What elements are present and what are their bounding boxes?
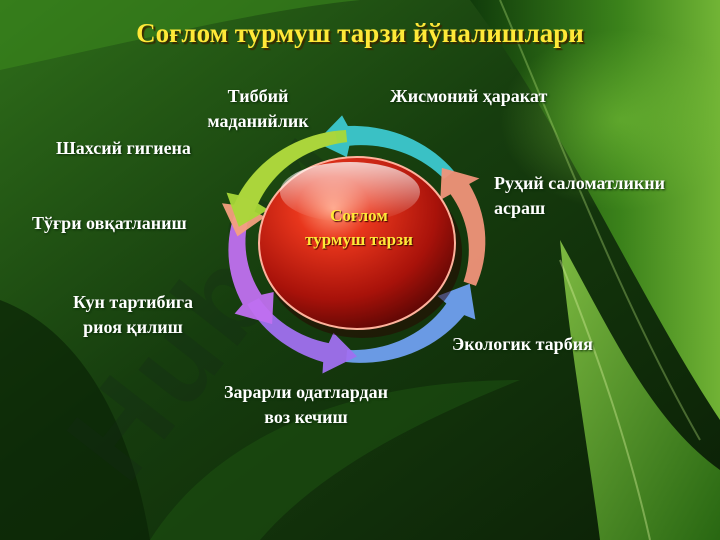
label-tugri-ovqatlanish: Тўғри овқатланиш [32,211,187,236]
label-kun-line-1: Кун тартибига [72,292,194,312]
label-ekologik-line-1: Экологик тарбия [452,334,593,354]
center-label-line-2: турмуш тарзи [305,230,413,249]
label-kun-line-2: риоя қилиш [83,317,183,337]
label-tibbiy-line-2: маданийлик [207,111,309,131]
label-tibbiy-madaniyalik: Тиббий маданийлик [196,84,320,134]
sphere-highlight [280,162,420,222]
label-ruhiy-line-2: асраш [494,198,546,218]
label-zararli-odatlar: Зарарли одатлардан воз кечиш [200,380,412,430]
cycle-arrows [221,115,486,374]
cycle-arrow-4 [247,298,357,374]
label-ruhiy-line-1: Руҳий саломатликни [494,173,666,193]
label-zararli-line-2: воз кечиш [264,407,348,427]
label-jismoniy-harakat: Жисмоний ҳаракат [390,84,547,109]
label-tibbiy-line-1: Тиббий [227,86,289,106]
label-jismoniy-line-1: Жисмоний ҳаракат [390,86,548,106]
label-tugri-line-1: Тўғри овқатланиш [32,213,187,233]
cycle-arrow-2 [440,167,486,286]
label-shaxsiy-line-1: Шахсий гигиена [56,138,191,158]
label-ruhiy-salomatlik: Руҳий саломатликни асраш [494,171,665,221]
center-label-line-1: Соғлом [330,206,388,225]
label-kun-tartibi: Кун тартибига риоя қилиш [56,290,210,340]
label-ekologik-tarbiya: Экологик тарбия [452,332,593,357]
center-label: Соғлом турмуш тарзи [268,204,450,252]
page-title: Соғлом турмуш тарзи йўналишлари [136,18,584,48]
label-zararli-line-1: Зарарли одатлардан [224,382,388,402]
cycle-arrow-7 [226,129,348,227]
cycle-arrow-1 [315,115,454,179]
cycle-arrow-3 [345,283,476,363]
label-shaxsiy-gigiena: Шахсий гигиена [56,136,191,161]
